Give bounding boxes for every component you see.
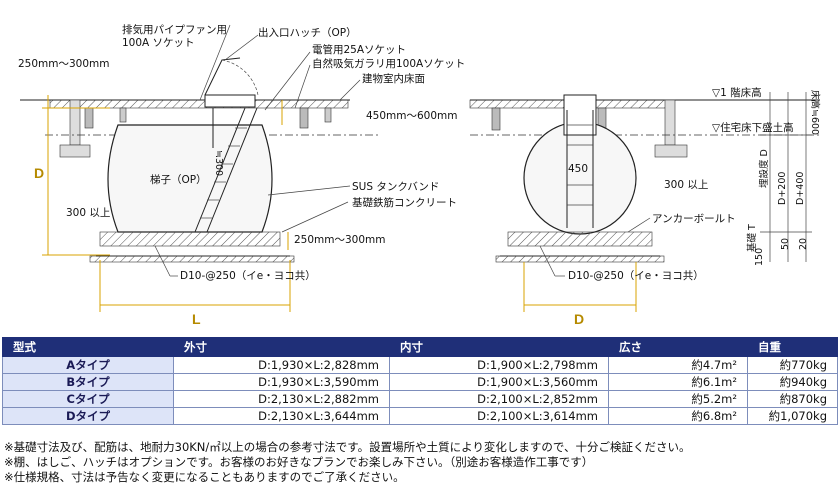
header-area: 広さ <box>608 337 748 357</box>
end-view: 450 300 以上 アンカーボールト D10-@250（イe・ヨコ共） D ▽… <box>469 86 821 327</box>
header-type: 型式 <box>2 337 174 357</box>
weight-cell: 約1,070kg <box>747 407 838 425</box>
floor-height-label: 床高≒600 <box>809 90 821 135</box>
rebar-label-left: D10-@250（イe・ヨコ共） <box>180 270 316 282</box>
dim-D-right: D <box>574 311 584 327</box>
side-clearance-label-left: 300 以上 <box>66 207 110 219</box>
dim-D-left: D <box>34 165 44 181</box>
type-cell: Aタイプ <box>2 356 174 374</box>
note-options: ※棚、はしご、ハッチはオプションです。お客様のお好きなプランでお楽しみ下さい。（… <box>4 455 594 469</box>
dim-L: L <box>192 311 201 327</box>
outer-cell: D:2,130×L:3,644mm <box>173 407 390 425</box>
header-inner: 内寸 <box>389 337 609 357</box>
shelter-cross-section-drawing: 排気用パイプファン用 100A ソケット 出入口ハッチ（OP） 電管用25Aソケ… <box>18 23 821 327</box>
floor-slab-left <box>49 99 349 109</box>
note-foundation: ※基礎寸法及び、配筋は、地耐力30KN/㎡以上の場合の参考寸法です。設置場所や土… <box>4 440 691 454</box>
side-clearance-label-right: 300 以上 <box>664 179 708 191</box>
d200-label: D+200 <box>777 172 788 205</box>
area-cell: 約6.8m² <box>608 407 748 425</box>
outer-cell: D:1,930×L:2,828mm <box>173 356 390 374</box>
inner-cell: D:2,100×L:2,852mm <box>389 390 609 408</box>
table-row: Cタイプ D:2,130×L:2,882mm D:2,100×L:2,852mm… <box>2 390 838 408</box>
type-cell: Cタイプ <box>2 390 174 408</box>
top-clearance-label: 250mm～300mm <box>18 58 110 70</box>
area-cell: 約6.1m² <box>608 373 748 391</box>
rebar-label-right: D10-@250（イe・ヨコ共） <box>568 270 704 282</box>
approx-300-label: ≒300 <box>213 150 224 176</box>
table-row: Dタイプ D:2,130×L:3,644mm D:2,100×L:3,614mm… <box>2 407 838 425</box>
manhole-size-label: 450 <box>568 163 588 175</box>
type-cell: Bタイプ <box>2 373 174 391</box>
weight-cell: 約770kg <box>747 356 838 374</box>
bottom-clearance-label: 250mm～300mm <box>294 234 386 246</box>
depth-range-label: 450mm～600mm <box>366 110 458 122</box>
hatch-label: 出入口ハッチ（OP） <box>258 26 357 39</box>
inner-cell: D:1,900×L:2,798mm <box>389 356 609 374</box>
table-header-row: 型式 外寸 内寸 広さ 自重 <box>2 337 838 357</box>
area-cell: 約4.7m² <box>608 356 748 374</box>
table-row: Aタイプ D:1,930×L:2,828mm D:1,900×L:2,798mm… <box>2 356 838 374</box>
side-view: 排気用パイプファン用 100A ソケット 出入口ハッチ（OP） 電管用25Aソケ… <box>18 23 465 327</box>
header-outer: 外寸 <box>173 337 390 357</box>
ladder-side <box>194 107 258 233</box>
foundation-right <box>507 231 653 247</box>
v150-label: 150 <box>754 248 765 266</box>
spec-table: 型式 外寸 内寸 広さ 自重 Aタイプ D:1,930×L:2,828mm D:… <box>2 337 838 425</box>
foundation-label: 基礎鉄筋コンクリート <box>352 196 457 209</box>
v50-label: 50 <box>780 238 791 250</box>
note-spec-change: ※仕様規格、寸法は予告なく変更になることもありますのでご了承ください。 <box>4 470 405 484</box>
d400-label: D+400 <box>795 172 806 205</box>
weight-cell: 約870kg <box>747 390 838 408</box>
outer-cell: D:1,930×L:3,590mm <box>173 373 390 391</box>
floor-surface-label: 建物室内床面 <box>362 72 425 85</box>
foundation-left <box>99 231 281 247</box>
outer-cell: D:2,130×L:2,882mm <box>173 390 390 408</box>
type-cell: Dタイプ <box>2 407 174 425</box>
burial-depth-label: 埋設度 D <box>758 149 770 188</box>
header-weight: 自重 <box>747 337 838 357</box>
inner-cell: D:2,100×L:3,614mm <box>389 407 609 425</box>
notes: ※基礎寸法及び、配筋は、地耐力30KN/㎡以上の場合の参考寸法です。設置場所や土… <box>4 440 834 485</box>
weight-cell: 約940kg <box>747 373 838 391</box>
tank-end-body <box>523 121 637 235</box>
conduit-socket-label: 電管用25Aソケット <box>312 43 406 56</box>
house-floor-label: ▽住宅床下盛土高 <box>712 121 794 134</box>
area-cell: 約5.2m² <box>608 390 748 408</box>
ladder-label: 梯子（OP） <box>150 173 207 186</box>
vent-socket-label: 自然吸気ガラリ用100Aソケット <box>312 57 465 70</box>
v20-label: 20 <box>798 238 809 250</box>
exhaust-socket-label-1: 排気用パイプファン用 <box>122 23 227 36</box>
first-floor-label: ▽1 階床高 <box>712 86 762 99</box>
table-row: Bタイプ D:1,930×L:3,590mm D:1,900×L:3,560mm… <box>2 373 838 391</box>
ladder-end <box>566 110 594 228</box>
inner-cell: D:1,900×L:3,560mm <box>389 373 609 391</box>
anchor-bolt-label: アンカーボールト <box>652 213 736 225</box>
foundation-T-label: 基礎 T <box>746 224 758 252</box>
band-label: SUS タンクバンド <box>352 181 439 193</box>
exhaust-socket-label-2: 100A ソケット <box>122 37 195 49</box>
